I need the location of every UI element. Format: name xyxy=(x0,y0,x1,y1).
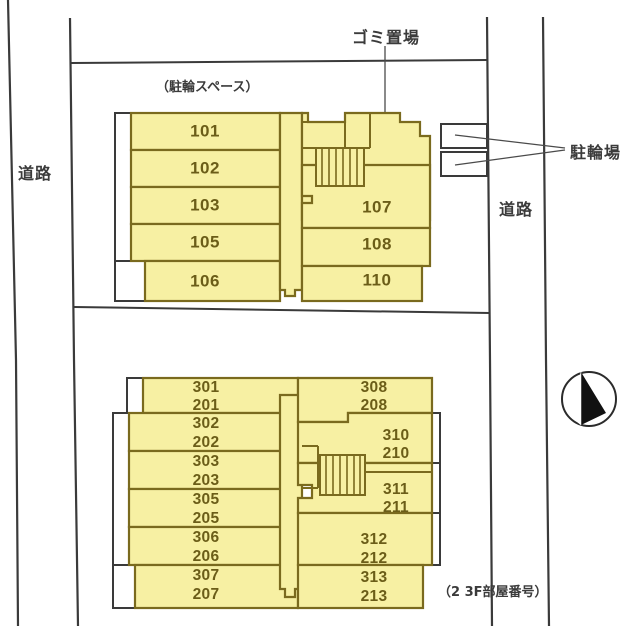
unit-label-308: 308 xyxy=(361,379,388,396)
unit-label-312: 312 xyxy=(361,531,388,548)
unit-110 xyxy=(300,264,424,303)
site-boundary-top xyxy=(70,59,488,64)
unit-label-306: 306 xyxy=(193,529,220,546)
unit-label-101: 101 xyxy=(190,121,220,140)
road-left-group xyxy=(6,0,80,626)
wall-2f-1 xyxy=(302,413,349,423)
staircase-icon-2f3f xyxy=(319,454,432,496)
compass-needle-filled xyxy=(581,372,606,425)
units-left-1f xyxy=(129,111,282,303)
unit-307-207 xyxy=(133,563,300,610)
label-floor-note: （2 3F部屋番号） xyxy=(438,585,548,600)
unit-label-203: 203 xyxy=(193,472,220,489)
unit-label-211: 211 xyxy=(383,499,409,516)
staircase-icon-1f xyxy=(315,147,365,187)
unit-label-213: 213 xyxy=(361,588,388,605)
unit-label-106: 106 xyxy=(190,271,220,290)
unit-label-205: 205 xyxy=(193,510,220,527)
compass-rose xyxy=(556,366,622,432)
core-1f xyxy=(278,111,304,298)
unit-label-307: 307 xyxy=(193,567,220,584)
balcony-strip-l2 xyxy=(112,412,130,566)
label-road-right: 道路 xyxy=(499,200,534,219)
road-left-inner-edge xyxy=(68,17,80,626)
unit-313-213 xyxy=(296,563,425,610)
unit-label-303: 303 xyxy=(193,453,220,470)
balcony-strip-l3 xyxy=(112,564,136,609)
unit-label-102: 102 xyxy=(190,158,220,177)
wall-2f-5 xyxy=(302,484,313,499)
unit-302-202 xyxy=(127,411,300,453)
unit-label-301: 301 xyxy=(193,379,220,396)
unit-label-210: 210 xyxy=(383,445,410,462)
wall-1f-1 xyxy=(302,121,346,148)
site-boundary-bottom xyxy=(73,306,491,314)
label-bicycle-lot: 駐輪場 xyxy=(570,143,622,162)
label-trash-area: ゴミ置場 xyxy=(352,28,421,47)
unit-label-110: 110 xyxy=(363,270,392,289)
unit-label-201: 201 xyxy=(193,397,220,414)
core-walls-2f3f xyxy=(302,413,349,499)
unit-label-202: 202 xyxy=(193,434,220,451)
road-left-outer-edge xyxy=(6,0,20,626)
unit-101 xyxy=(129,111,282,152)
units-left-2f3f xyxy=(127,376,300,610)
unit-label-212: 212 xyxy=(361,550,388,567)
unit-103 xyxy=(129,185,282,226)
unit-label-208: 208 xyxy=(361,397,388,414)
unit-312-212 xyxy=(296,511,434,567)
building-1f: 101 102 103 105 106 107 108 110 xyxy=(114,111,432,303)
bicycle-lot-leader-2 xyxy=(454,149,566,166)
unit-label-107: 107 xyxy=(362,197,392,216)
unit-label-302: 302 xyxy=(193,415,220,432)
stair-box-2f3f xyxy=(319,454,366,496)
unit-label-311: 311 xyxy=(383,481,409,498)
balcony-strip-left-1f xyxy=(114,112,132,262)
units-right-1f xyxy=(300,111,432,303)
label-road-left: 道路 xyxy=(18,164,53,183)
corridor-1f xyxy=(278,111,304,298)
bicycle-lot-box-1 xyxy=(440,123,488,149)
stair-treads-1f xyxy=(321,148,358,186)
road-right-group xyxy=(485,16,551,626)
building-2f3f: 301 201 302 202 303 203 305 205 306 206 … xyxy=(112,376,441,610)
bicycle-lot-boxes xyxy=(440,123,566,177)
unit-106 xyxy=(143,259,282,303)
unit-label-207: 207 xyxy=(193,586,220,603)
unit-label-108: 108 xyxy=(362,234,392,253)
compass-needle-hollow xyxy=(569,371,582,426)
stair-box-1f xyxy=(315,147,365,187)
unit-label-313: 313 xyxy=(361,569,388,586)
unit-label-103: 103 xyxy=(190,195,220,214)
unit-label-305: 305 xyxy=(193,491,220,508)
road-right-outer-edge xyxy=(541,16,551,626)
balcony-strip-l1 xyxy=(126,377,144,414)
unit-label-310: 310 xyxy=(383,427,410,444)
road-right-inner-edge xyxy=(485,16,494,626)
unit-label-206: 206 xyxy=(193,548,220,565)
north-arrow-icon xyxy=(561,371,617,427)
bicycle-lot-leader-1 xyxy=(454,134,566,149)
unit-label-105: 105 xyxy=(190,232,220,251)
balcony-strip-left-1f-lower xyxy=(114,260,146,302)
unit-301-201 xyxy=(141,376,300,415)
site-boundary-upper xyxy=(70,59,491,314)
label-bicycle-space: （駐輪スペース） xyxy=(156,80,259,95)
stair-treads-2f3f xyxy=(325,455,361,495)
